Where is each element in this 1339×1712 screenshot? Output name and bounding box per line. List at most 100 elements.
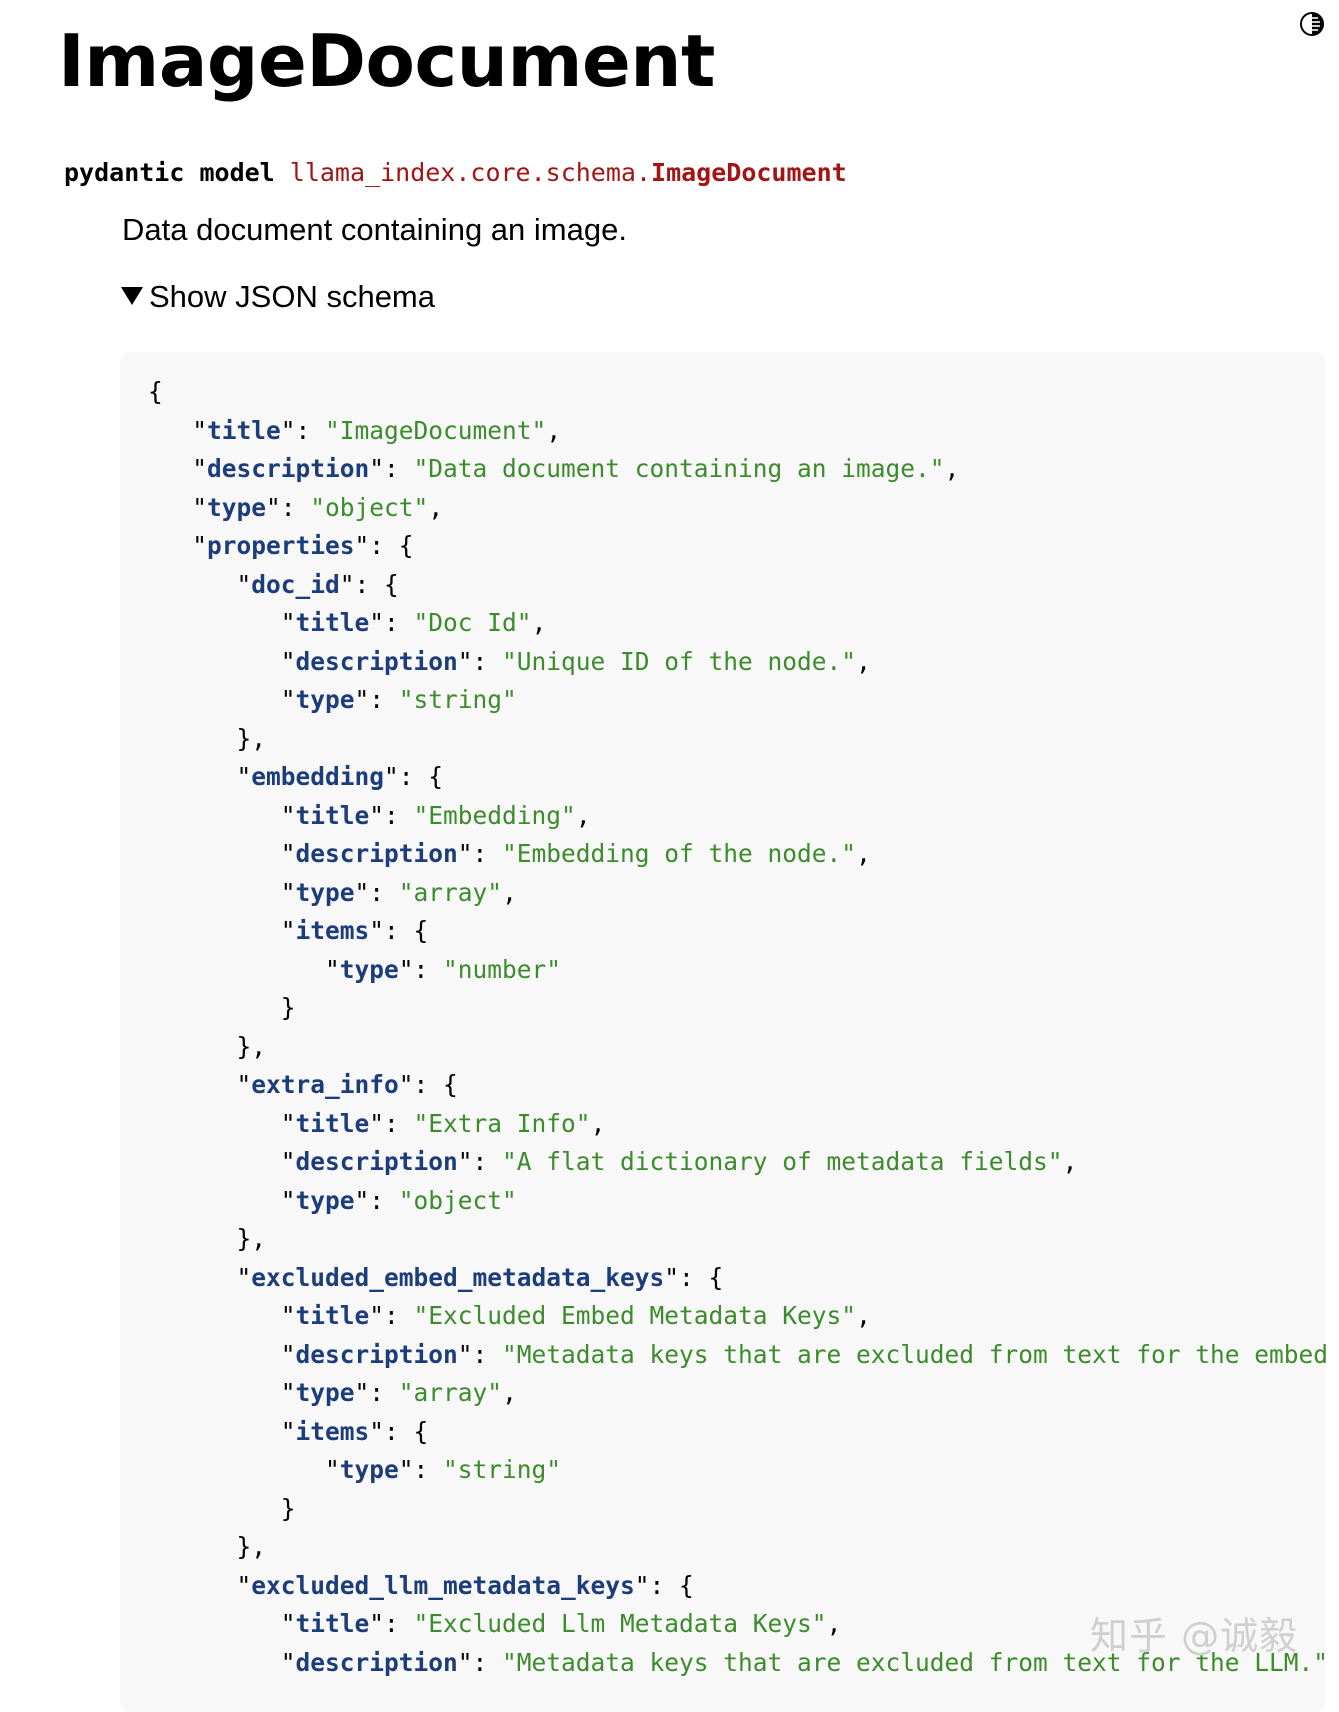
json-punctuation: ": xyxy=(354,877,399,907)
json-key: description xyxy=(295,1147,458,1176)
json-punctuation: ": xyxy=(398,954,444,984)
json-punctuation: " xyxy=(148,800,296,830)
code-line: "type": "number" xyxy=(148,951,1326,990)
json-punctuation: " xyxy=(148,1339,296,1369)
json-punctuation: ": { xyxy=(354,531,414,560)
json-key: type xyxy=(339,954,399,984)
json-punctuation: , xyxy=(1062,1147,1078,1176)
show-json-schema-toggle[interactable]: Show JSON schema xyxy=(121,279,435,315)
json-punctuation: " xyxy=(148,1609,296,1638)
json-key: title xyxy=(295,1108,370,1138)
json-punctuation: } xyxy=(148,993,296,1022)
json-punctuation: ": xyxy=(457,1147,503,1176)
json-punctuation: , xyxy=(944,454,960,483)
code-line: "type": "string" xyxy=(148,1451,1326,1490)
json-punctuation: " xyxy=(148,916,296,945)
json-key: title xyxy=(295,800,370,830)
json-punctuation: " xyxy=(148,492,208,522)
code-line: "description": "Data document containing… xyxy=(148,450,1326,489)
json-punctuation: { xyxy=(148,377,163,406)
json-string-value: "object" xyxy=(310,492,429,522)
json-punctuation: " xyxy=(148,454,208,483)
contrast-half-icon xyxy=(1300,12,1324,36)
json-punctuation: " xyxy=(148,1416,296,1446)
json-punctuation: " xyxy=(148,1570,252,1600)
class-signature: pydantic model llama_index.core.schema.I… xyxy=(64,158,847,187)
json-key: items xyxy=(295,1416,370,1446)
json-punctuation: ": xyxy=(354,1378,399,1407)
json-string-value: "A flat dictionary of metadata fields" xyxy=(502,1147,1063,1176)
json-string-value: "Excluded Embed Metadata Keys" xyxy=(413,1301,857,1330)
json-punctuation: " xyxy=(148,877,296,907)
json-string-value: "array" xyxy=(398,1378,503,1407)
json-key: description xyxy=(295,1339,458,1369)
watermark: 知乎 @诚毅 xyxy=(1090,1614,1299,1658)
json-punctuation: ": xyxy=(369,608,414,637)
json-punctuation: , xyxy=(856,646,871,676)
code-line: "title": "Extra Info", xyxy=(148,1105,1326,1144)
json-punctuation: , xyxy=(575,800,591,830)
json-punctuation: ": xyxy=(354,1185,399,1215)
json-punctuation: , xyxy=(502,1378,517,1407)
json-punctuation: " xyxy=(148,1455,340,1484)
json-key: type xyxy=(295,1378,355,1407)
json-punctuation: , xyxy=(856,839,871,868)
json-punctuation: ": xyxy=(266,492,311,522)
json-punctuation: " xyxy=(148,685,296,714)
code-line: }, xyxy=(148,720,1326,759)
json-punctuation: ": { xyxy=(384,762,444,791)
json-key: type xyxy=(207,492,267,522)
json-punctuation: , xyxy=(531,608,547,637)
json-punctuation: " xyxy=(148,1378,296,1407)
json-punctuation: }, xyxy=(148,1031,267,1061)
code-line: }, xyxy=(148,1528,1326,1567)
json-key: extra_info xyxy=(251,1070,399,1099)
json-punctuation: " xyxy=(148,1262,252,1292)
json-key: excluded_embed_metadata_keys xyxy=(251,1262,665,1292)
json-punctuation: ": xyxy=(398,1455,444,1484)
json-schema-code-block[interactable]: { "title": "ImageDocument", "description… xyxy=(120,352,1326,1712)
code-line: "items": { xyxy=(148,1413,1326,1452)
json-punctuation: " xyxy=(148,839,296,868)
json-string-value: "number" xyxy=(443,954,562,984)
code-line: } xyxy=(148,1490,1326,1529)
code-line: "title": "Excluded Embed Metadata Keys", xyxy=(148,1297,1326,1336)
json-punctuation: ": { xyxy=(398,1070,458,1099)
code-line: }, xyxy=(148,1220,1326,1259)
code-line: "excluded_embed_metadata_keys": { xyxy=(148,1259,1326,1298)
code-line: "title": "ImageDocument", xyxy=(148,412,1326,451)
code-line: "description": "Unique ID of the node.", xyxy=(148,643,1326,682)
code-line: "type": "object" xyxy=(148,1182,1326,1221)
json-punctuation: ": { xyxy=(339,569,399,599)
json-key: description xyxy=(207,454,370,483)
json-key: title xyxy=(295,1301,370,1330)
json-key: excluded_llm_metadata_keys xyxy=(251,1570,635,1600)
json-string-value: "string" xyxy=(443,1455,562,1484)
json-string-value: "Unique ID of the node." xyxy=(502,646,857,676)
json-punctuation: ": xyxy=(457,1339,503,1369)
json-string-value: "Metadata keys that are excluded from te… xyxy=(502,1647,1326,1677)
code-line: } xyxy=(148,989,1326,1028)
json-key: items xyxy=(295,916,370,945)
json-punctuation: ": xyxy=(369,454,414,483)
json-punctuation: ": xyxy=(280,415,326,445)
json-punctuation: ": xyxy=(369,1108,414,1138)
json-punctuation: " xyxy=(148,415,208,445)
show-json-schema-label: Show JSON schema xyxy=(149,279,435,314)
code-line: "description": "Embedding of the node.", xyxy=(148,835,1326,874)
json-punctuation: ": xyxy=(369,1301,414,1330)
json-punctuation: ": xyxy=(369,800,414,830)
json-key: description xyxy=(295,839,458,868)
json-punctuation: } xyxy=(148,1493,296,1523)
json-punctuation: }, xyxy=(148,1224,267,1253)
json-punctuation: " xyxy=(148,1070,252,1099)
json-punctuation: ": { xyxy=(634,1570,694,1600)
json-punctuation: ": xyxy=(354,685,399,714)
code-line: "type": "string" xyxy=(148,681,1326,720)
signature-class-name: ImageDocument xyxy=(651,158,847,187)
code-line: "title": "Embedding", xyxy=(148,797,1326,836)
class-description: Data document containing an image. xyxy=(122,212,627,247)
json-punctuation: , xyxy=(856,1301,871,1330)
json-punctuation: ": { xyxy=(369,1416,429,1446)
theme-toggle-button[interactable] xyxy=(1299,11,1325,37)
